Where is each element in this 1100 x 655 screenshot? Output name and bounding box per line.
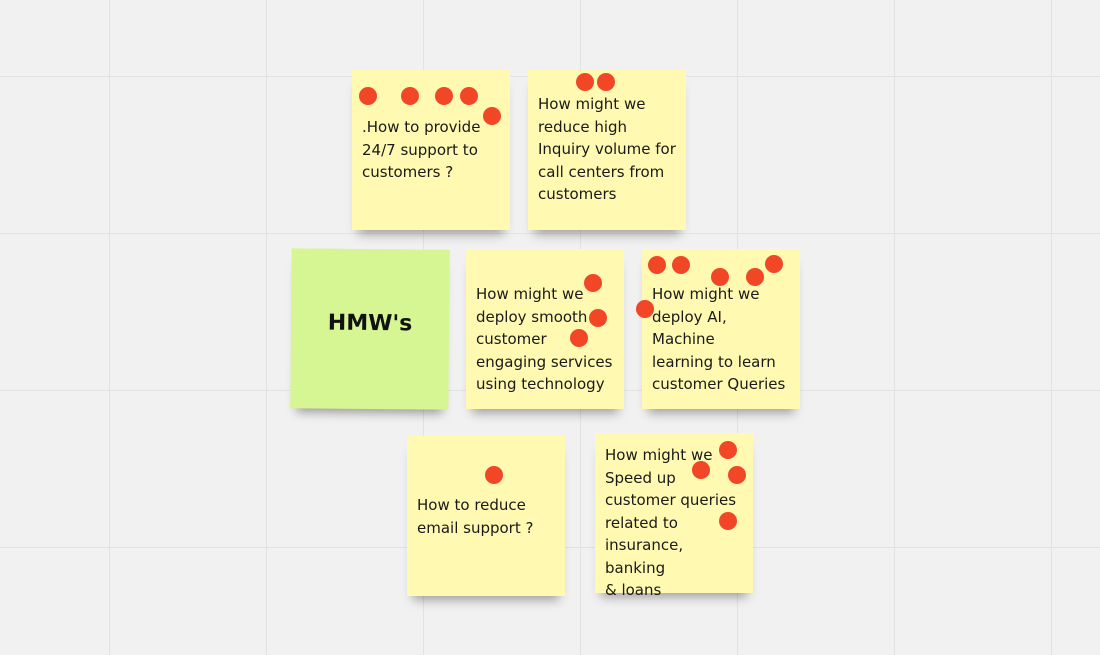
sticky-note-email-support[interactable]: How to reduce email support ? <box>407 436 565 596</box>
sticky-note-smooth-services[interactable]: How might we deploy smooth customer enga… <box>466 249 624 409</box>
vote-dot[interactable] <box>719 441 737 459</box>
vote-dot[interactable] <box>746 268 764 286</box>
sticky-note-ai-ml[interactable]: How might we deploy AI, Machine learning… <box>642 249 800 409</box>
vote-dot[interactable] <box>648 256 666 274</box>
vote-dot[interactable] <box>483 107 501 125</box>
vote-dot[interactable] <box>719 512 737 530</box>
vote-dot[interactable] <box>589 309 607 327</box>
vote-dot[interactable] <box>359 87 377 105</box>
vote-dot[interactable] <box>584 274 602 292</box>
sticky-note-reduce-inquiry[interactable]: How might we reduce high Inquiry volume … <box>528 70 686 230</box>
note-text: How might we deploy smooth customer enga… <box>476 285 613 393</box>
vote-dot[interactable] <box>636 300 654 318</box>
vote-dot[interactable] <box>570 329 588 347</box>
vote-dot[interactable] <box>692 461 710 479</box>
vote-dot[interactable] <box>460 87 478 105</box>
vote-dot[interactable] <box>597 73 615 91</box>
vote-dot[interactable] <box>765 255 783 273</box>
sticky-note-247-support[interactable]: .How to provide 24/7 support to customer… <box>352 70 510 230</box>
vote-dot[interactable] <box>401 87 419 105</box>
sticky-note-hmw-header[interactable]: HMW's <box>290 248 450 410</box>
note-text: How might we Speed up customer queries r… <box>605 446 737 599</box>
vote-dot[interactable] <box>576 73 594 91</box>
note-text: How might we reduce high Inquiry volume … <box>538 95 676 203</box>
note-title: HMW's <box>327 310 413 337</box>
vote-dot[interactable] <box>728 466 746 484</box>
note-text: How might we deploy AI, Machine learning… <box>652 285 786 393</box>
note-text: .How to provide 24/7 support to customer… <box>362 118 481 181</box>
vote-dot[interactable] <box>672 256 690 274</box>
vote-dot[interactable] <box>485 466 503 484</box>
note-text: How to reduce email support ? <box>417 496 534 537</box>
vote-dot[interactable] <box>435 87 453 105</box>
vote-dot[interactable] <box>711 268 729 286</box>
sticky-note-speed-queries[interactable]: How might we Speed up customer queries r… <box>595 433 753 599</box>
